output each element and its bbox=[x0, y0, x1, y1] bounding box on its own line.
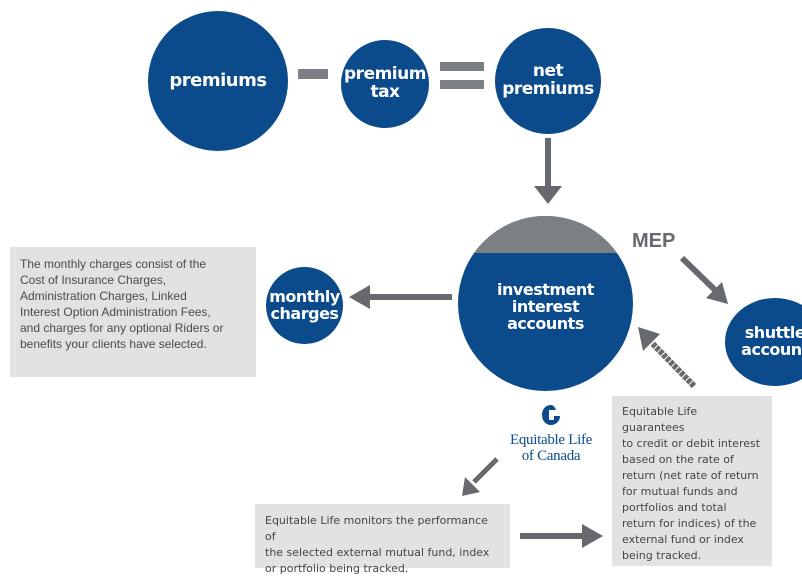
fund-monitoring-note: Equitable Life monitors the performance … bbox=[255, 504, 510, 575]
equals-sign-top bbox=[440, 62, 484, 71]
arrow-logo-to-monitoring bbox=[462, 457, 499, 496]
mep-deduction-segment bbox=[458, 216, 633, 253]
premiums-circle: premiums bbox=[148, 11, 288, 151]
investment-interest-accounts-label: investment interest accounts bbox=[497, 280, 594, 333]
arrow-monitoring-to-guarantee bbox=[520, 524, 603, 548]
minus-sign bbox=[298, 69, 328, 79]
mep-label: MEP bbox=[630, 230, 678, 253]
premiums-label: premiums bbox=[169, 69, 267, 91]
premium-tax-circle: premium tax bbox=[341, 40, 429, 128]
premium-tax-label: premium tax bbox=[344, 64, 426, 102]
logo-mark-icon bbox=[496, 403, 606, 432]
interest-guarantee-note: Equitable Life guarantees to credit or d… bbox=[612, 396, 772, 566]
monthly-charges-label: monthly charges bbox=[269, 286, 340, 323]
net-premiums-circle: net premiums bbox=[495, 28, 601, 134]
arrow-net-to-investment bbox=[534, 138, 562, 204]
shuttle-account-circle: shuttle account bbox=[725, 298, 802, 386]
shuttle-account-label: shuttle account bbox=[741, 323, 802, 359]
logo-wordmark: Equitable Life of Canada bbox=[509, 432, 592, 464]
monthly-charges-note: The monthly charges consist of the Cost … bbox=[10, 247, 256, 377]
arrow-mep-to-shuttle bbox=[679, 255, 728, 304]
equitable-life-logo: Equitable Life of Canada bbox=[496, 403, 606, 464]
equals-sign-bottom bbox=[440, 80, 484, 89]
monthly-charges-circle: monthly charges bbox=[266, 267, 343, 344]
investment-interest-accounts-circle: investment interest accounts bbox=[458, 216, 633, 391]
arrow-investment-to-monthly bbox=[349, 285, 452, 309]
net-premiums-label: net premiums bbox=[502, 61, 594, 99]
arrow-guarantee-to-investment bbox=[638, 327, 697, 389]
